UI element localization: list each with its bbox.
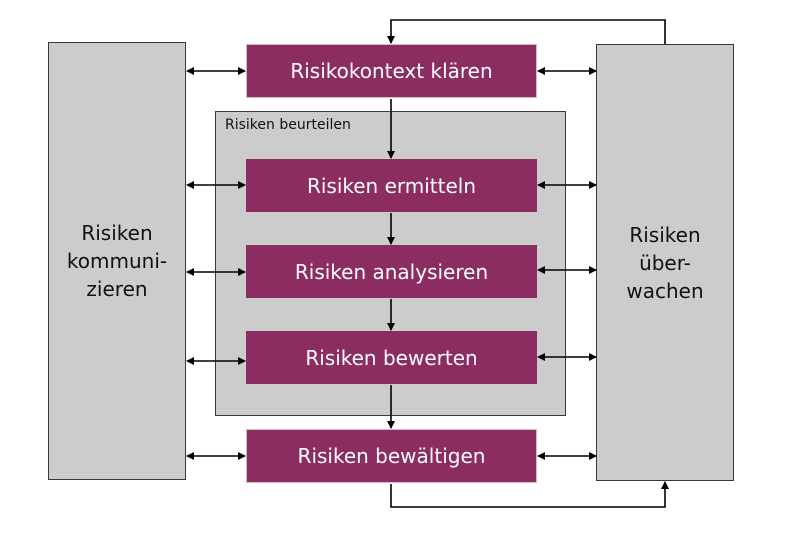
communicate-risks-label: Risiken kommuni- zieren bbox=[66, 221, 168, 301]
step-risk-context: Risikokontext klären bbox=[246, 44, 537, 98]
step-identify-risks-label: Risiken ermitteln bbox=[306, 173, 477, 198]
step-evaluate-risks: Risiken bewerten bbox=[246, 331, 537, 384]
monitor-risks-panel: Risiken über- wachen bbox=[596, 44, 734, 481]
step-treat-risks: Risiken bewältigen bbox=[246, 429, 537, 483]
step-analyze-risks: Risiken analysieren bbox=[246, 245, 537, 298]
arrow-monitor-to-context bbox=[387, 19, 666, 44]
step-treat-risks-label: Risiken bewältigen bbox=[297, 444, 486, 468]
communicate-risks-panel: Risiken kommuni- zieren bbox=[48, 42, 186, 480]
arrow-treat-to-monitor bbox=[390, 481, 669, 508]
step-analyze-risks-label: Risiken analysieren bbox=[294, 259, 489, 284]
assess-risks-label: Risiken beurteilen bbox=[225, 117, 351, 133]
step-risk-context-label: Risikokontext klären bbox=[290, 59, 493, 83]
step-evaluate-risks-label: Risiken bewerten bbox=[305, 345, 478, 370]
monitor-risks-label: Risiken über- wachen bbox=[626, 222, 704, 303]
step-identify-risks: Risiken ermitteln bbox=[246, 159, 537, 212]
